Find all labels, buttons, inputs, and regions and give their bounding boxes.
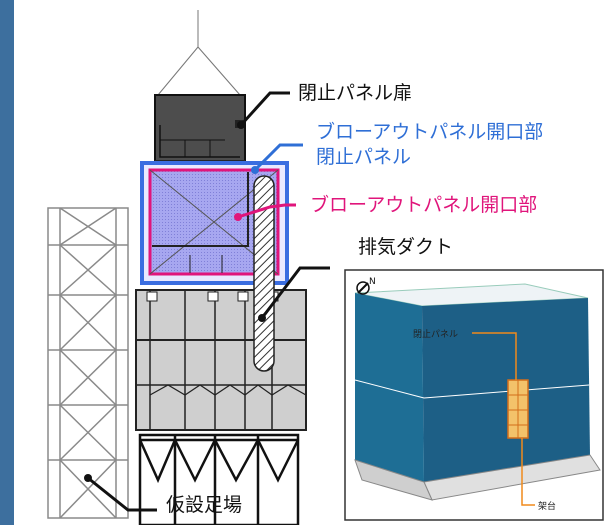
exhaust-duct-label: 排気ダクト xyxy=(358,236,454,258)
blowout-closing-panel-label-line1: ブローアウトパネル開口部 xyxy=(316,121,544,143)
inset-panel-label: 閉止パネル xyxy=(413,330,459,340)
leader-lines xyxy=(87,91,330,512)
inset-stand-label: 架台 xyxy=(538,502,557,512)
blowout-opening-label: ブローアウトパネル開口部 xyxy=(310,194,538,216)
scaffold-tower xyxy=(47,207,129,519)
building-inset xyxy=(344,269,604,521)
background-strip xyxy=(0,0,14,525)
hoist-rope xyxy=(157,10,241,96)
north-mark: N xyxy=(369,277,376,287)
leader-dots xyxy=(84,121,266,482)
panel-door-label: 閉止パネル扉 xyxy=(298,82,413,104)
exhaust-duct xyxy=(253,175,275,372)
panel-door xyxy=(154,94,246,168)
blowout-closing-panel-label-line2: 閉止パネル xyxy=(316,146,412,168)
bottom-truss xyxy=(138,433,300,525)
frame-structure xyxy=(135,289,307,431)
scaffold-label: 仮設足場 xyxy=(166,494,243,516)
